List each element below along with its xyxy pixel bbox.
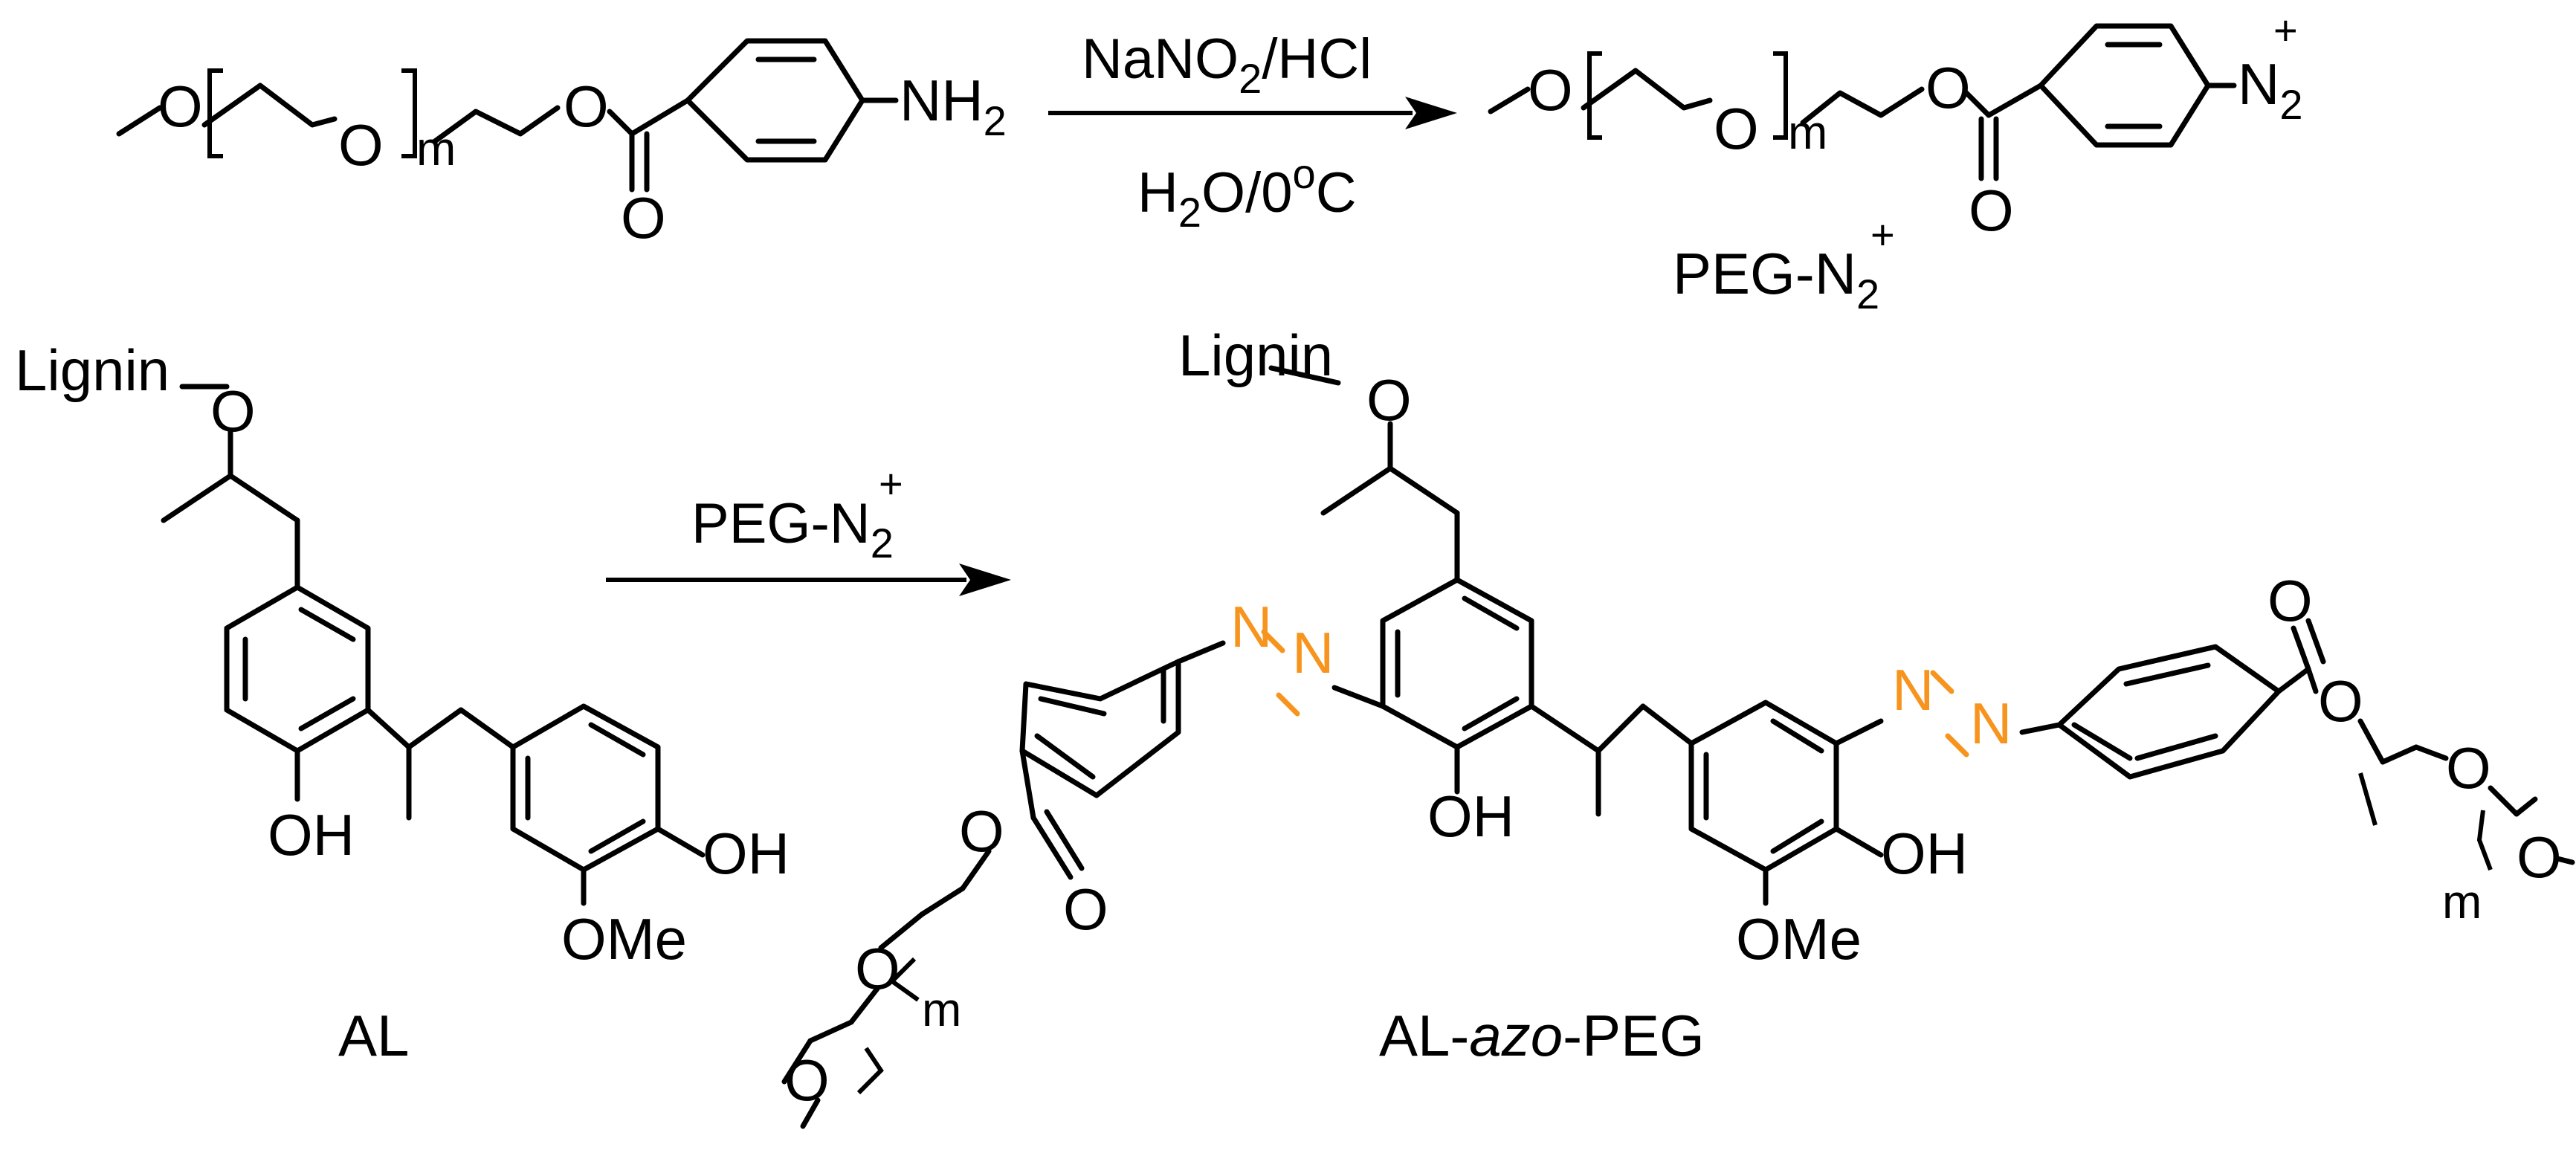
carbonyl-oxygen: O <box>1969 178 2014 243</box>
azo-nitrogen-right-2: N <box>1970 691 2012 756</box>
product-peg-diazonium <box>1488 23 2237 181</box>
reaction-arrow-2 <box>606 563 1011 596</box>
phenol-oh-1: OH <box>1427 784 1514 849</box>
reagent-water-temperature: H2O/0oC <box>1137 150 1357 236</box>
methoxy-oxygen: O <box>1528 57 1573 123</box>
al-label: AL <box>338 1003 409 1068</box>
lignin-label: Lignin <box>1178 323 1333 388</box>
left-terminal-oxygen: O <box>784 1047 830 1113</box>
repeat-unit-m: m <box>416 122 456 175</box>
diazonium-group: N2 <box>2238 51 2303 128</box>
reactant-al-lignin <box>161 384 706 906</box>
reactant-peg-aniline <box>116 38 899 193</box>
right-repeat-unit-m: m <box>2442 875 2482 928</box>
methoxy-oxygen: O <box>158 74 203 139</box>
azo-nitrogen-left-1: N <box>1292 620 1334 685</box>
ester-oxygen: O <box>1925 55 1971 120</box>
product-al-azo-peg <box>781 365 2575 1129</box>
reaction-arrow-1 <box>1048 97 1457 129</box>
azo-nitrogen-left-2: N <box>1230 594 1272 659</box>
ester-oxygen: O <box>564 74 609 139</box>
phenol-oh-1: OH <box>268 802 355 868</box>
lignin-ether-oxygen: O <box>1366 367 1412 433</box>
left-carbonyl-oxygen: O <box>1063 876 1108 942</box>
left-ether-oxygen: O <box>855 936 900 1001</box>
reagent-nano2-hcl: NaNO2/HCl <box>1082 28 1372 102</box>
lignin-label: Lignin <box>15 337 170 403</box>
al-azo-peg-label: AL-azo-PEG <box>1379 1003 1705 1068</box>
reagent-peg-n2-charge: + <box>879 460 903 507</box>
reagent-peg-n2: PEG-N2 <box>691 492 894 566</box>
methoxy-group: OMe <box>1736 906 1862 972</box>
right-ester-oxygen: O <box>2318 668 2363 734</box>
ether-oxygen: O <box>338 112 384 178</box>
peg-n2-label: PEG-N2 <box>1673 241 1879 317</box>
right-ether-oxygen: O <box>2446 735 2491 801</box>
right-carbonyl-oxygen: O <box>2267 568 2313 633</box>
lignin-ether-oxygen: O <box>210 378 256 444</box>
ether-oxygen: O <box>1714 96 1759 161</box>
phenol-oh-2: OH <box>703 821 790 886</box>
diazonium-charge: + <box>2273 7 2298 54</box>
repeat-unit-m: m <box>1788 106 1827 159</box>
right-terminal-oxygen: O <box>2517 824 2562 890</box>
left-ester-oxygen: O <box>959 798 1004 864</box>
carbonyl-oxygen: O <box>621 185 666 251</box>
left-repeat-unit-m: m <box>922 983 961 1036</box>
phenol-oh-2: OH <box>1881 821 1968 886</box>
amino-group: NH2 <box>900 68 1007 144</box>
methoxy-group: OMe <box>561 906 687 972</box>
peg-n2-label-charge: + <box>1870 211 1895 258</box>
azo-nitrogen-right-1: N <box>1892 657 1934 723</box>
